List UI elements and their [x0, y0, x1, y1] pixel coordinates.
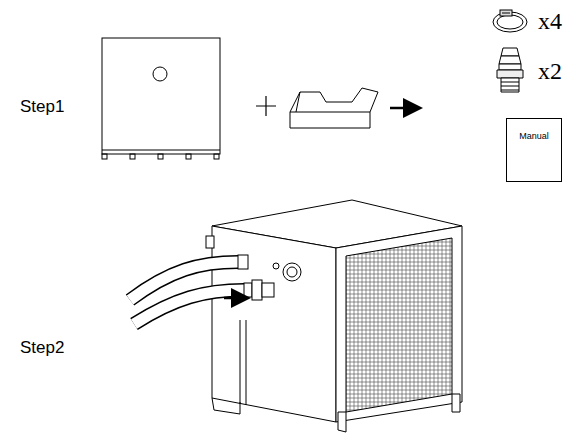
arrow — [224, 297, 246, 300]
manual-booklet: Manual — [506, 118, 562, 182]
plus-sign — [256, 96, 276, 116]
hoses — [130, 262, 244, 324]
fitting-on-unit — [238, 255, 274, 300]
step-label: Step2 — [20, 338, 64, 358]
step-label: Step1 — [20, 97, 64, 117]
quantity-label: x2 — [538, 58, 562, 85]
stand-pad — [290, 88, 378, 128]
unit-front — [102, 38, 220, 159]
hose-fitting — [497, 48, 523, 92]
hose-clamp — [493, 10, 527, 32]
heat-pump — [206, 200, 462, 432]
node-text: Manual — [507, 131, 561, 141]
arrow — [390, 107, 418, 110]
quantity-label: x4 — [538, 8, 562, 35]
